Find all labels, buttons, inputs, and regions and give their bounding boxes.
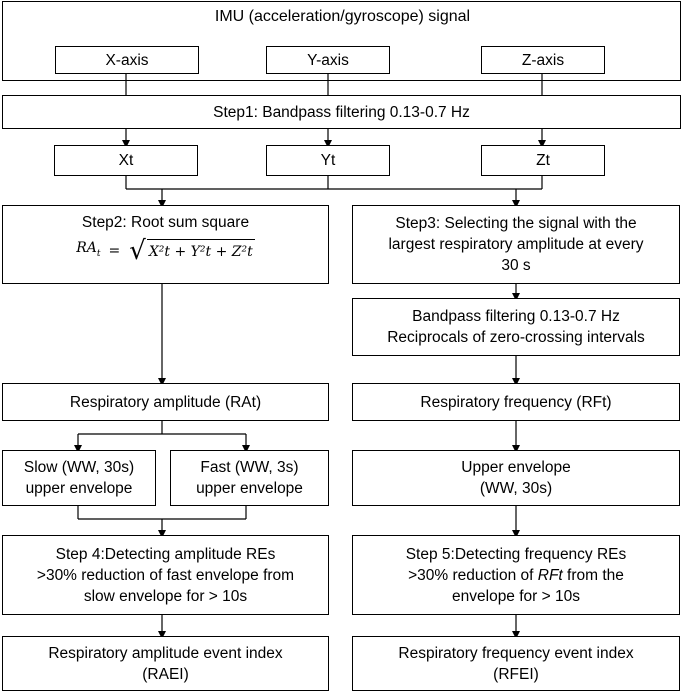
- step3-line1: Step3: Selecting the signal with the: [395, 215, 637, 232]
- zt-label: Zt: [536, 152, 550, 169]
- step1-label: Step1: Bandpass filtering 0.13-0.7 Hz: [213, 103, 470, 121]
- rfei-box: Respiratory frequency event index (RFEI): [352, 636, 680, 691]
- slow-envelope-line1: Slow (WW, 30s): [23, 459, 135, 476]
- sqrt-icon: √: [129, 236, 146, 267]
- yt-box: Yt: [266, 145, 390, 176]
- x-axis-label: X-axis: [105, 51, 149, 69]
- formula-equals: =: [108, 242, 121, 259]
- xt-box: Xt: [54, 145, 198, 176]
- step2-box: Step2: Root sum square RAt = √ X²t + Y²t…: [2, 205, 329, 284]
- resp-frequency-label: Respiratory frequency (RFt): [420, 393, 612, 411]
- raei-box: Respiratory amplitude event index (RAEI): [2, 636, 329, 691]
- zt-box: Zt: [481, 145, 605, 176]
- x-axis-box: X-axis: [55, 46, 199, 74]
- step1-box: Step1: Bandpass filtering 0.13-0.7 Hz: [2, 95, 681, 129]
- imu-signal-title: IMU (acceleration/gyroscope) signal: [214, 8, 471, 25]
- resp-amplitude-label: Respiratory amplitude (RAt): [69, 393, 262, 411]
- yt-label: Yt: [320, 152, 336, 169]
- resp-frequency-box: Respiratory frequency (RFt): [352, 383, 680, 421]
- step3-line2: largest respiratory amplitude at every: [388, 236, 644, 253]
- step5-box: Step 5:Detecting frequency REs >30% redu…: [352, 535, 680, 615]
- fast-envelope-line2: upper envelope: [196, 480, 303, 497]
- step4-line1: Step 4:Detecting amplitude REs: [55, 545, 276, 563]
- z-axis-box: Z-axis: [481, 46, 605, 74]
- step4-line3: slow envelope for > 10s: [83, 587, 248, 605]
- step2-title: Step2: Root sum square: [81, 214, 250, 231]
- upper-envelope-line2: (WW, 30s): [479, 480, 553, 497]
- rfei-line1: Respiratory frequency event index: [398, 644, 634, 662]
- xt-label: Xt: [118, 152, 134, 169]
- slow-envelope-box: Slow (WW, 30s) upper envelope: [2, 450, 156, 506]
- resp-amplitude-box: Respiratory amplitude (RAt): [2, 383, 329, 421]
- step4-line2: >30% reduction of fast envelope from: [36, 566, 295, 584]
- freq-processing-box: Bandpass filtering 0.13-0.7 Hz Reciproca…: [352, 298, 680, 356]
- z-axis-label: Z-axis: [521, 51, 565, 69]
- slow-envelope-line2: upper envelope: [25, 480, 133, 497]
- step3-box: Step3: Selecting the signal with the lar…: [352, 205, 680, 284]
- raei-line2: (RAEI): [142, 665, 189, 683]
- step5-line3: envelope for > 10s: [452, 587, 580, 605]
- y-axis-box: Y-axis: [266, 46, 390, 74]
- step3-line3: 30 s: [501, 257, 531, 274]
- fast-envelope-box: Fast (WW, 3s) upper envelope: [170, 450, 329, 506]
- freq-processing-line2: Reciprocals of zero-crossing intervals: [387, 329, 645, 346]
- upper-envelope-line1: Upper envelope: [461, 459, 571, 476]
- y-axis-label: Y-axis: [307, 51, 349, 69]
- formula-terms: X²t + Y²t + Z²t: [146, 239, 255, 263]
- step4-box: Step 4:Detecting amplitude REs >30% redu…: [2, 535, 329, 615]
- upper-envelope-box: Upper envelope (WW, 30s): [352, 450, 680, 506]
- root-sum-square-formula: RAt = √ X²t + Y²t + Z²t: [76, 238, 255, 265]
- freq-processing-line1: Bandpass filtering 0.13-0.7 Hz: [412, 308, 620, 325]
- rfei-line2: (RFEI): [493, 665, 539, 683]
- step5-line2: >30% reduction of RFt from the: [408, 566, 624, 584]
- fast-envelope-line1: Fast (WW, 3s): [200, 459, 299, 476]
- step5-line1: Step 5:Detecting frequency REs: [405, 545, 627, 563]
- formula-lhs: RAt: [76, 240, 101, 259]
- imu-signal-frame: [2, 1, 681, 81]
- raei-line1: Respiratory amplitude event index: [48, 644, 283, 662]
